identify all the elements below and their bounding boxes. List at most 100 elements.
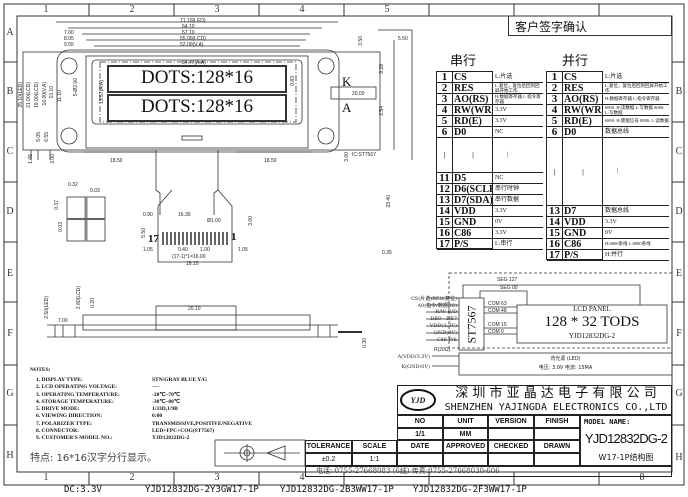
pin-number: 15 — [437, 217, 453, 228]
checked-value — [488, 453, 534, 466]
scale-value: 1:1 — [352, 453, 397, 466]
pin-number: 16 — [547, 239, 563, 250]
fpc-pins — [162, 232, 228, 245]
grid-col-4: 4 — [299, 4, 305, 15]
approved-label: APPROVED — [443, 440, 488, 453]
grid-col-2: 2 — [129, 4, 135, 15]
signal-label: DB0—DB7 — [430, 316, 457, 322]
note-value: 1/33D,1/9B — [152, 406, 178, 413]
finish-label: FINISH — [534, 415, 580, 428]
drawn-value — [534, 453, 580, 466]
pin-description: 数据总线 — [605, 207, 630, 214]
pin-description: 3.3V — [495, 229, 507, 236]
drawing-name: W17-1P结构图 — [598, 453, 654, 462]
grid-row-f-right: F — [676, 328, 682, 339]
signal-label: R/W R/D — [435, 309, 457, 315]
grid-row-b-right: B — [675, 86, 683, 97]
note-item: 9. CUSTOMER'S MODEL NO.:YJD12832DG-2 — [36, 435, 266, 442]
pin-description: H:6800系线 L:8080系线 — [605, 241, 651, 247]
note-item: 1. DISPLAY TYPE:STN/GRAY BLUE Y/G — [36, 377, 266, 384]
dim: 1.05 — [143, 247, 153, 253]
dim: 0.90 — [143, 212, 153, 218]
note-key: 7. POLARIZER TYPE: — [36, 420, 92, 427]
ellipsis-mark: | — [617, 168, 619, 174]
dim: 16.30 — [178, 212, 191, 218]
contact-info: 电话: 0755-27668083 (6线) 传真:0755-27668030-… — [305, 466, 672, 477]
supply-voltage: DC:3.3V — [64, 485, 102, 495]
dim: 20.10 — [188, 306, 201, 312]
dim: 16.00(V.A) — [42, 82, 48, 106]
dim: 3.50 — [358, 36, 364, 46]
dim: 0.03 — [90, 188, 100, 194]
pin-number: 17 — [547, 250, 563, 261]
pin-name: D0 — [563, 127, 603, 137]
pin-number: 3 — [547, 94, 563, 105]
pin-description: 0V — [495, 218, 503, 225]
pin-name: D6(SCLK) — [453, 184, 493, 194]
note-value: STN/GRAY BLUE Y/G — [152, 377, 208, 383]
pin-name: GND — [563, 228, 603, 238]
pin-number: 11 — [437, 173, 453, 184]
grid-row-d: D — [6, 206, 14, 217]
note-item: 7. POLARIZER TYPE:TRANSMISSIVE,POSITIVE/… — [36, 421, 266, 428]
note-key: 8. CONNECTOR: — [36, 428, 79, 435]
grid-col-2-bottom: 2 — [129, 472, 135, 483]
dim: 0.03 — [58, 222, 64, 232]
dim: 7.00 — [58, 318, 68, 324]
pin-description: H:数据寄存器 L:指令寄存器 — [605, 96, 660, 102]
grid-col-5: 5 — [384, 4, 390, 15]
pin-name: RD(E) — [563, 116, 603, 126]
dim: 18.10 — [186, 261, 199, 267]
pin-number: 14 — [547, 217, 563, 228]
pin-description: H:并行 — [605, 251, 624, 258]
model-name-label: MODEL NAME: — [584, 418, 631, 426]
note-key: 9. CUSTOMER'S MODEL NO.: — [36, 435, 113, 442]
pin-description: L:片选 — [605, 73, 623, 80]
dim: 19.00(LCD) — [34, 82, 40, 108]
dim: 0.83 — [290, 76, 296, 86]
signal-label: C86 P/S — [436, 337, 457, 343]
pin-description: NC — [495, 128, 504, 135]
dim: 23.40 — [386, 195, 392, 208]
seg-label: SEG 127 — [497, 277, 518, 283]
dim: 2.50(LED) — [44, 296, 50, 319]
grid-col-3-bottom: 3 — [214, 472, 220, 483]
pin-number: 14 — [437, 206, 453, 217]
parallel-title: 并行 — [562, 54, 589, 69]
dim: 1.05 — [28, 154, 34, 164]
grid-col-3: 3 — [214, 4, 220, 15]
grid-row-g-right: G — [675, 388, 683, 399]
grid-col-1: 1 — [43, 4, 49, 15]
display-line-1: DOTS:128*16 — [141, 67, 253, 88]
model-name: YJD12832DG-2 — [584, 431, 668, 446]
ellipsis-mark: | — [437, 138, 453, 172]
dim: 21.00(LCD) — [26, 82, 32, 108]
pin-name: RD(E) — [453, 116, 493, 126]
note-key: 5. DRIVE MODE: — [36, 406, 80, 413]
dim: 34.77(A.A) — [182, 60, 206, 66]
pin-description: 6800: H:读数据 L:写数据 8080: L:写数据 — [605, 104, 665, 116]
note-value: -30℃~80℃ — [152, 398, 181, 405]
dim: 8.05 — [64, 36, 74, 42]
company-name-en: SHENZHEN YAJINGDA ELECTRONICS CO.,LTD — [444, 402, 668, 413]
grid-row-e: E — [6, 268, 14, 279]
pin-description: 3.3V — [495, 117, 507, 124]
note-item: 8. CONNECTOR:LED+FPC+COG(ST7567) — [36, 428, 266, 435]
dim: 0.32 — [68, 182, 78, 188]
tolerance-value: ±0.2 — [305, 453, 352, 466]
no-value: 1/1 — [397, 428, 443, 440]
pin-number: 5 — [437, 116, 453, 127]
dim: (17-1)*1=16.00 — [172, 254, 206, 260]
pin-name: RES — [453, 83, 493, 93]
com-label: COM 15 — [488, 322, 507, 328]
pin-description: H:数据寄存器 L:指令寄存器 — [495, 93, 541, 105]
